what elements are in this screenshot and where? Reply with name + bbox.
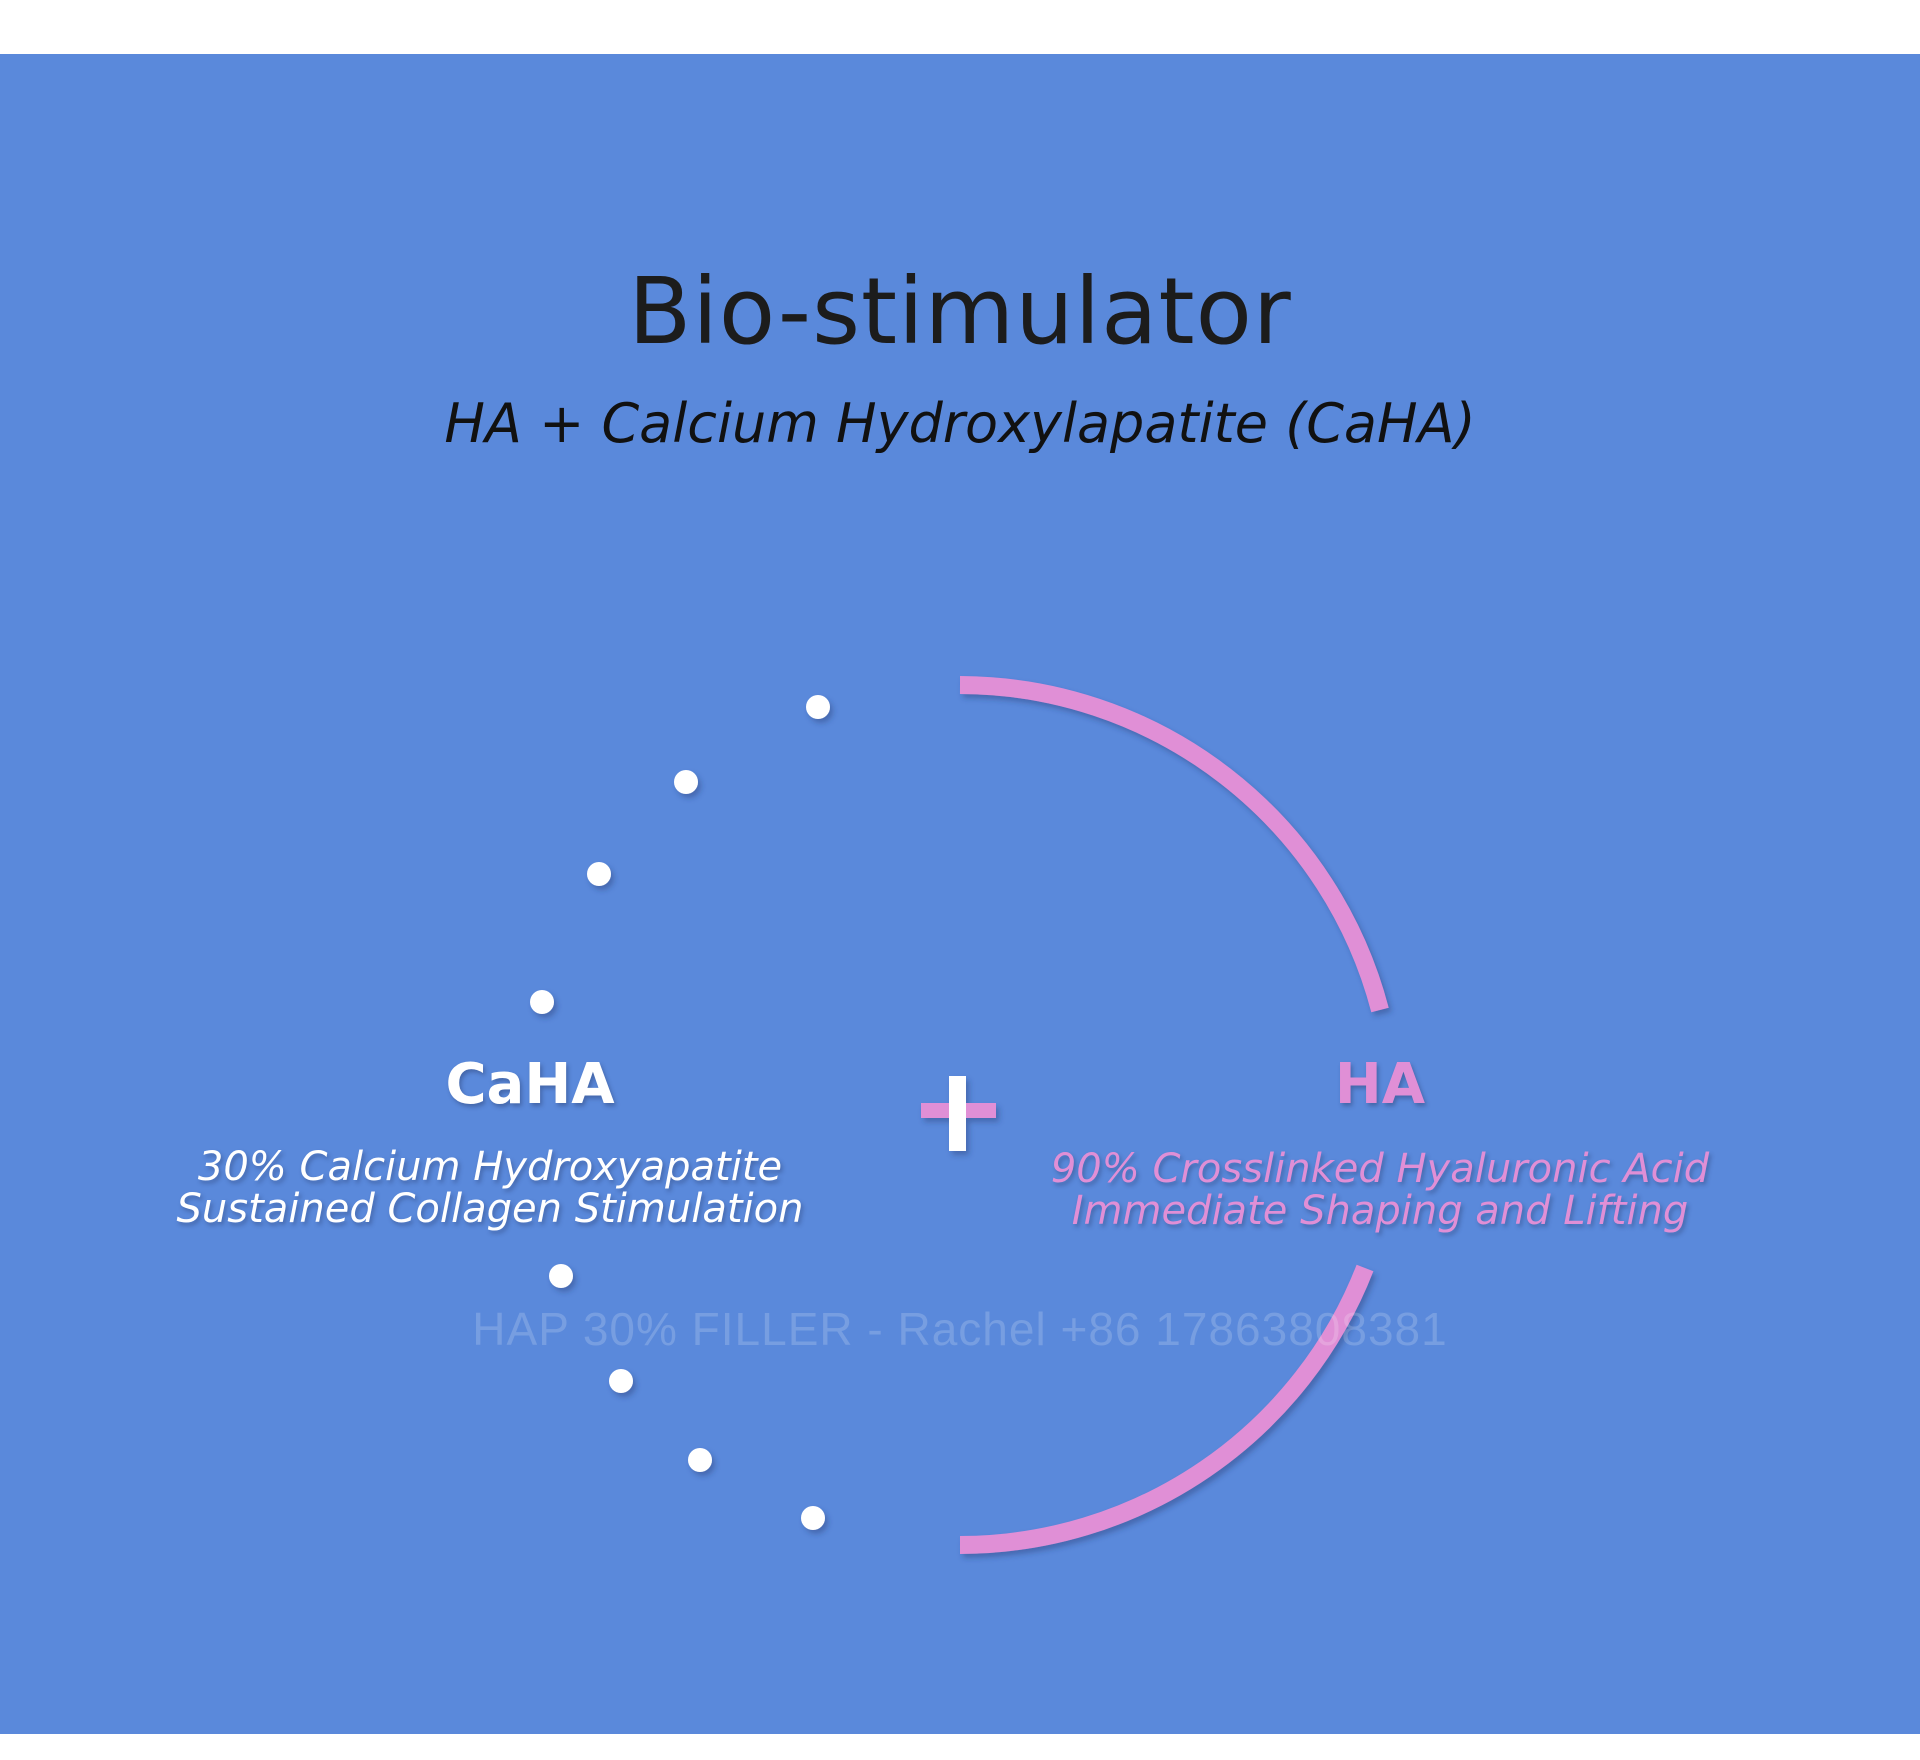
plus-icon — [921, 1076, 996, 1151]
ha-line-1: 90% Crosslinked Hyaluronic Acid — [1050, 1146, 1710, 1192]
caha-line-1: 30% Calcium Hydroxyapatite — [197, 1144, 783, 1190]
caha-description: 30% Calcium Hydroxyapatite Sustained Col… — [150, 1146, 830, 1230]
ha-arc-upper — [959, 676, 1389, 1013]
ha-line-2: Immediate Shaping and Lifting — [1071, 1188, 1689, 1234]
caha-dots — [530, 695, 830, 1530]
caha-dot — [549, 1264, 573, 1288]
page-title: Bio-stimulator — [628, 258, 1292, 365]
caha-dot — [587, 862, 611, 886]
caha-dot — [688, 1448, 712, 1472]
caha-label: CaHA — [445, 1052, 615, 1117]
caha-dot — [530, 990, 554, 1014]
watermark: HAP 30% FILLER - Rachel +86 17863808381 — [472, 1303, 1448, 1355]
caha-dot — [801, 1506, 825, 1530]
caha-dot — [609, 1369, 633, 1393]
ha-arc-lower — [959, 1264, 1374, 1554]
blue-panel — [0, 54, 1920, 1734]
page-subtitle: HA + Calcium Hydroxylapatite (CaHA) — [444, 392, 1476, 455]
caha-dot — [674, 770, 698, 794]
ha-description: 90% Crosslinked Hyaluronic Acid Immediat… — [1030, 1148, 1730, 1232]
caha-dot — [806, 695, 830, 719]
ha-label: HA — [1334, 1052, 1426, 1117]
caha-line-2: Sustained Collagen Stimulation — [176, 1186, 804, 1232]
